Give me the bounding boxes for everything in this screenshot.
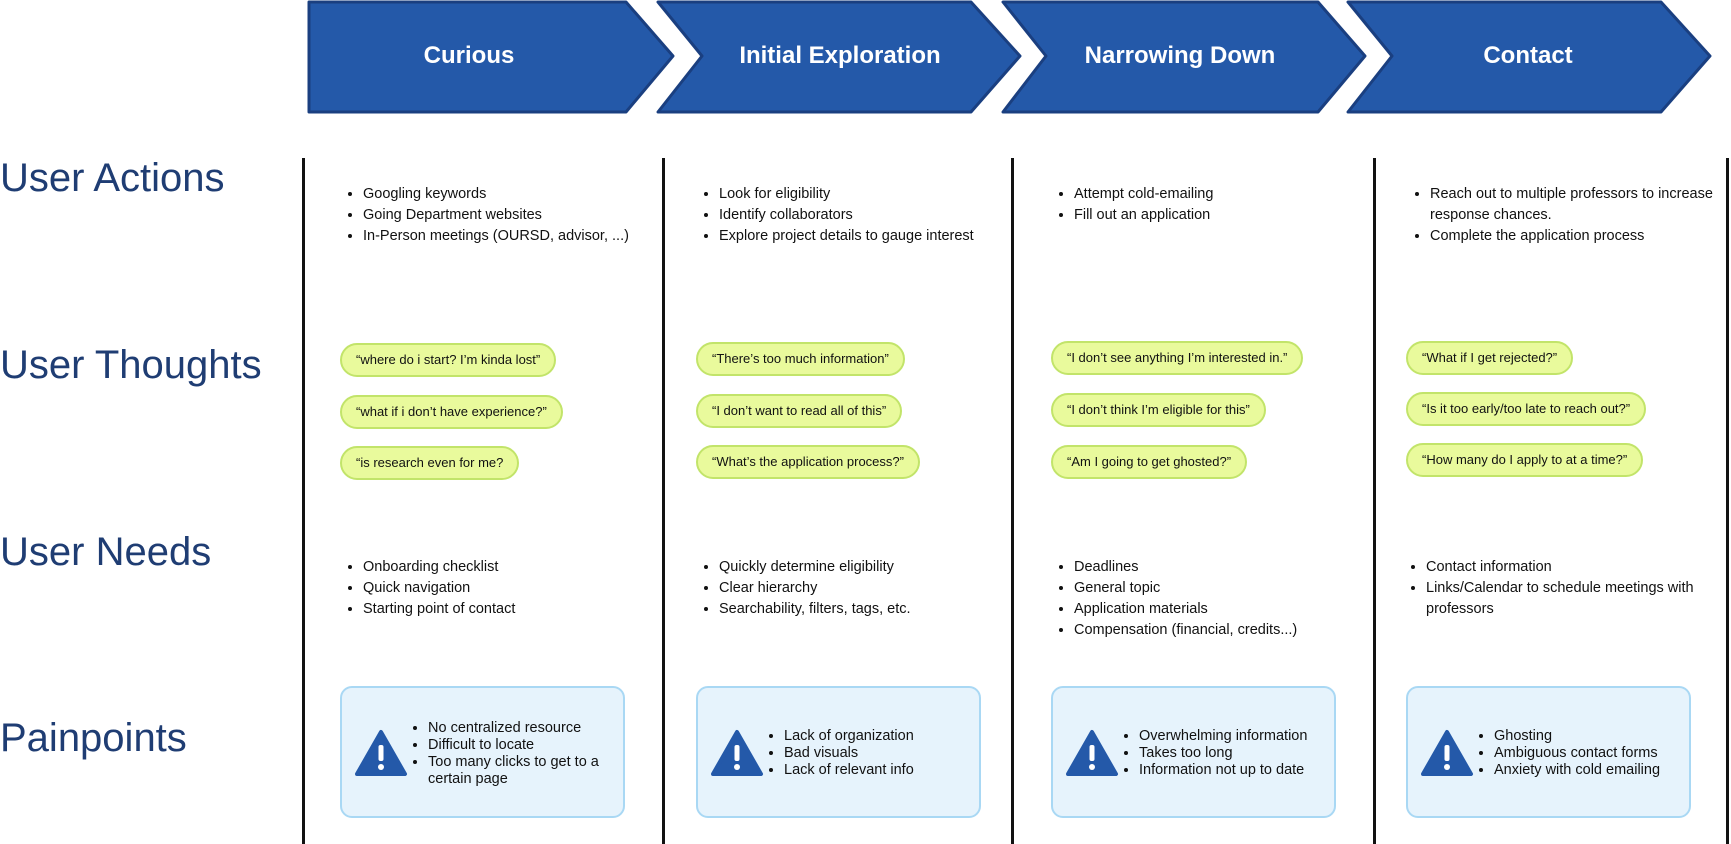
painpoint-item: Overwhelming information [1139,728,1339,745]
needs-list-curious: Onboarding checklist Quick navigation St… [337,557,663,620]
painpoint-list: No centralized resource Difficult to loc… [412,720,618,788]
need-item: Searchability, filters, tags, etc. [719,599,1019,620]
needs-list-initial-exploration: Quickly determine eligibility Clear hier… [693,557,1019,620]
stage-chevron-narrowing-down [1001,0,1367,114]
thought-bubble: “Am I going to get ghosted?” [1051,445,1248,479]
need-item: Deadlines [1074,557,1374,578]
need-item: Clear hierarchy [719,578,1019,599]
need-item: Starting point of contact [363,599,663,620]
action-item: Identify collaborators [719,205,1019,226]
thought-bubble: “There’s too much information” [696,342,905,376]
column-divider [1011,158,1014,844]
stage-title-contact: Contact [1483,42,1573,69]
action-item: Googling keywords [363,184,663,205]
thought-bubble: “I don’t see anything I’m interested in.… [1051,341,1304,375]
thought-bubble: “I don’t want to read all of this” [696,394,903,428]
actions-list-contact: Reach out to multiple professors to incr… [1404,184,1715,247]
stage-title-initial-exploration: Initial Exploration [739,42,941,69]
action-item: Explore project details to gauge interes… [719,226,1019,247]
action-item: Fill out an application [1074,205,1374,226]
need-item: Application materials [1074,599,1374,620]
stage-chevrons [307,0,1712,114]
need-item: General topic [1074,578,1374,599]
painpoint-item: Ambiguous contact forms [1494,745,1694,762]
painpoint-item: Information not up to date [1139,762,1339,779]
need-item: Contact information [1426,557,1701,578]
row-label-user-actions: User Actions [0,156,225,200]
actions-list-curious: Googling keywords Going Department websi… [337,184,663,247]
actions-list-narrowing-down: Attempt cold-emailing Fill out an applic… [1048,184,1374,226]
painpoint-box-curious: No centralized resource Difficult to loc… [340,686,625,818]
actions-list-initial-exploration: Look for eligibility Identify collaborat… [693,184,1019,247]
action-item: Going Department websites [363,205,663,226]
thought-bubble: “What’s the application process?” [696,445,920,479]
stage-chevron-contact [1346,0,1712,114]
need-item: Compensation (financial, credits...) [1074,620,1374,641]
warning-triangle-icon [711,730,763,776]
action-item: Complete the application process [1430,226,1715,247]
painpoint-box-narrowing-down: Overwhelming information Takes too long … [1051,686,1336,818]
row-label-user-needs: User Needs [0,530,212,574]
needs-list-narrowing-down: Deadlines General topic Application mate… [1048,557,1374,641]
need-item: Quickly determine eligibility [719,557,1019,578]
stage-chevron-curious [307,0,675,114]
painpoint-item: Difficult to locate [428,737,618,754]
painpoint-item: No centralized resource [428,720,618,737]
painpoint-item: Lack of organization [784,728,974,745]
stage-title-curious: Curious [423,42,515,69]
thought-bubble: “How many do I apply to at a time?” [1406,443,1644,477]
painpoint-box-initial-exploration: Lack of organization Bad visuals Lack of… [696,686,981,818]
column-divider [302,158,305,844]
action-item: Look for eligibility [719,184,1019,205]
painpoint-item: Bad visuals [784,745,974,762]
column-divider [1373,158,1376,844]
row-label-user-thoughts: User Thoughts [0,343,262,387]
need-item: Onboarding checklist [363,557,663,578]
warning-triangle-icon [355,730,407,776]
painpoint-item: Anxiety with cold emailing [1494,762,1694,779]
thought-bubble: “where do i start? I’m kinda lost” [340,343,557,377]
painpoint-item: Too many clicks to get to a certain page [428,754,618,788]
painpoint-box-contact: Ghosting Ambiguous contact forms Anxiety… [1406,686,1691,818]
thought-bubble: “Is it too early/too late to reach out?” [1406,392,1647,426]
action-item: In-Person meetings (OURSD, advisor, ...) [363,226,663,247]
stage-chevron-initial-exploration [656,0,1022,114]
painpoint-item: Lack of relevant info [784,762,974,779]
painpoint-list: Lack of organization Bad visuals Lack of… [768,728,974,779]
painpoint-item: Ghosting [1494,728,1694,745]
action-item: Attempt cold-emailing [1074,184,1374,205]
row-label-painpoints: Painpoints [0,716,187,760]
thought-bubble: “I don’t think I’m eligible for this” [1051,393,1266,427]
needs-list-contact: Contact information Links/Calendar to sc… [1400,557,1701,620]
painpoint-list: Ghosting Ambiguous contact forms Anxiety… [1478,728,1694,779]
column-divider [1726,158,1729,844]
warning-triangle-icon [1066,730,1118,776]
warning-triangle-icon [1421,730,1473,776]
thought-bubble: “What if I get rejected?” [1406,341,1574,375]
thought-bubble: “what if i don’t have experience?” [340,395,563,429]
thought-bubble: “is research even for me? [340,446,520,480]
need-item: Quick navigation [363,578,663,599]
need-item: Links/Calendar to schedule meetings with… [1426,578,1701,620]
painpoint-list: Overwhelming information Takes too long … [1123,728,1339,779]
column-divider [662,158,665,844]
stage-title-narrowing-down: Narrowing Down [1084,42,1276,69]
painpoint-item: Takes too long [1139,745,1339,762]
action-item: Reach out to multiple professors to incr… [1430,184,1715,226]
